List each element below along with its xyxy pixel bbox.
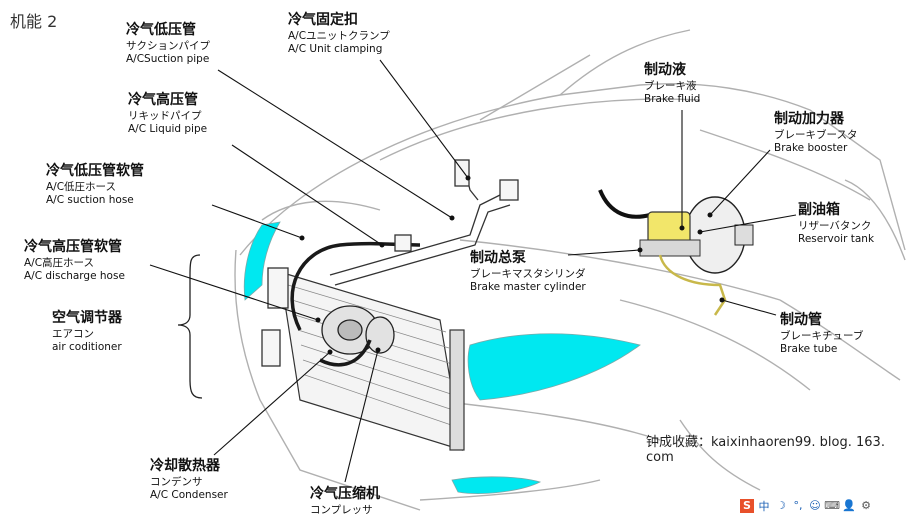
user-icon[interactable]: 👤 — [842, 499, 856, 512]
brake-booster-jp: ブレーキブースタ — [774, 128, 858, 141]
ime-toolbar[interactable]: S 中 ☽ °, ☺ ⌨ 👤 ⚙ — [740, 497, 873, 514]
suction-hose-zh: 冷气低压管软管 — [46, 163, 144, 179]
watermark-text: 钟成收藏：kaixinhaoren99. blog. 163. com — [646, 435, 885, 465]
emoji-icon[interactable]: ☺ — [809, 499, 821, 512]
label-air-conditioner: 空气调节器 エアコン air coditioner — [52, 310, 122, 354]
reservoir-tank-jp: リザーバタンク — [798, 219, 872, 232]
liquid-pipe-jp: リキッドパイプ — [128, 109, 202, 122]
compressor-zh: 冷气压缩机 — [310, 486, 380, 502]
liquid-pipe-zh: 冷气高压管 — [128, 92, 198, 108]
brake-tube-jp: ブレーキチューブ — [780, 329, 864, 342]
label-brake-fluid: 制动液 ブレーキ液 Brake fluid — [644, 62, 700, 106]
ime-mode-button[interactable]: 中 — [758, 499, 770, 513]
brake-system — [598, 189, 754, 316]
left-headlight — [243, 221, 281, 301]
punctuation-icon[interactable]: °, — [793, 499, 803, 512]
slide-title: 机能 2 — [10, 12, 58, 31]
compressor-jp: コンプレッサ — [310, 503, 373, 516]
master-cylinder-jp: ブレーキマスタシリンダ — [470, 267, 586, 280]
brake-tube-en: Brake tube — [780, 342, 838, 355]
suction-hose-jp: A/C低圧ホース — [46, 180, 117, 193]
suction-hose-en: A/C suction hose — [46, 193, 134, 206]
label-unit-clamping: 冷气固定扣 A/Cユニットクランプ A/C Unit clamping — [288, 12, 390, 56]
brake-booster-zh: 制动加力器 — [774, 111, 844, 127]
ime-logo-icon[interactable]: S — [740, 498, 754, 513]
unit-clamping-zh: 冷气固定扣 — [288, 12, 358, 28]
brake-tube-zh: 制动管 — [780, 312, 822, 328]
label-compressor: 冷气压缩机 コンプレッサ — [310, 486, 380, 517]
right-headlight — [467, 333, 641, 401]
compressor-unit — [321, 305, 395, 355]
air-conditioner-bracket — [177, 254, 203, 399]
reservoir-tank-zh: 副油箱 — [798, 202, 840, 218]
label-reservoir-tank: 副油箱 リザーバタンク Reservoir tank — [798, 202, 874, 246]
fog-light — [451, 476, 542, 494]
label-master-cylinder: 制动总泵 ブレーキマスタシリンダ Brake master cylinder — [470, 250, 586, 294]
discharge-hose-zh: 冷气高压管软管 — [24, 239, 122, 255]
brake-booster-en: Brake booster — [774, 141, 848, 154]
label-suction-pipe: 冷气低压管 サクションパイプ A/CSuction pipe — [126, 22, 210, 66]
discharge-hose-en: A/C discharge hose — [24, 269, 125, 282]
label-brake-booster: 制动加力器 ブレーキブースタ Brake booster — [774, 111, 857, 155]
suction-pipe-en: A/CSuction pipe — [126, 52, 210, 65]
air-conditioner-en: air coditioner — [52, 340, 122, 353]
label-brake-tube: 制动管 ブレーキチューブ Brake tube — [780, 312, 863, 356]
label-suction-hose: 冷气低压管软管 A/C低圧ホース A/C suction hose — [46, 163, 144, 207]
condenser-en: A/C Condenser — [150, 488, 228, 501]
brake-fluid-en: Brake fluid — [644, 92, 701, 105]
condenser-unit — [279, 271, 465, 451]
ac-pipes — [261, 159, 519, 367]
settings-icon[interactable]: ⚙ — [861, 499, 871, 512]
air-conditioner-zh: 空气调节器 — [52, 310, 122, 326]
keyboard-icon[interactable]: ⌨ — [824, 499, 840, 512]
discharge-hose-jp: A/C高圧ホース — [24, 256, 95, 269]
suction-pipe-zh: 冷气低压管 — [126, 22, 196, 38]
reservoir-tank-en: Reservoir tank — [798, 232, 875, 245]
condenser-jp: コンデンサ — [150, 475, 203, 488]
master-cylinder-en: Brake master cylinder — [470, 280, 586, 293]
leader-dots — [299, 175, 725, 355]
master-cylinder-zh: 制动总泵 — [470, 250, 526, 266]
suction-pipe-jp: サクションパイプ — [126, 39, 210, 52]
air-conditioner-jp: エアコン — [52, 327, 94, 340]
car-body-outline — [234, 29, 906, 511]
unit-clamping-en: A/C Unit clamping — [288, 42, 383, 55]
brake-fluid-zh: 制动液 — [644, 62, 686, 78]
label-condenser: 冷却散热器 コンデンサ A/C Condenser — [150, 458, 228, 502]
unit-clamping-jp: A/Cユニットクランプ — [288, 29, 390, 42]
brake-fluid-jp: ブレーキ液 — [644, 79, 697, 92]
label-liquid-pipe: 冷气高压管 リキッドパイプ A/C Liquid pipe — [128, 92, 207, 136]
condenser-zh: 冷却散热器 — [150, 458, 220, 474]
moon-icon[interactable]: ☽ — [776, 499, 786, 512]
liquid-pipe-en: A/C Liquid pipe — [128, 122, 208, 135]
leader-lines — [149, 59, 797, 483]
label-discharge-hose: 冷气高压管软管 A/C高圧ホース A/C discharge hose — [24, 239, 125, 283]
